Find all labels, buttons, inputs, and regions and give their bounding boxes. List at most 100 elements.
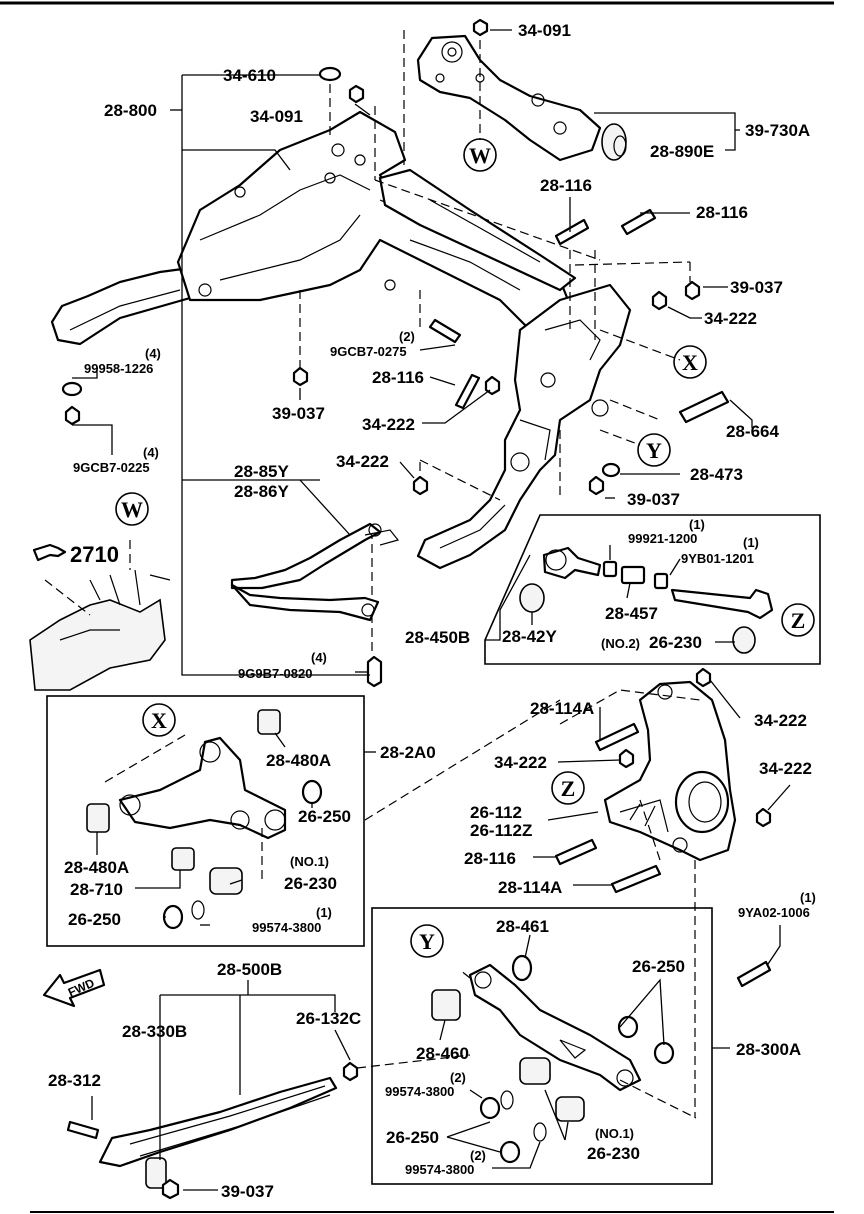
label-34-610: 34-610 [223, 66, 276, 85]
label-28-664: 28-664 [726, 422, 779, 441]
label-qty-4-a: (4) [145, 346, 161, 361]
bolt-9YA02-1006 [736, 960, 772, 988]
label-34-091-b: 34-091 [250, 107, 303, 126]
label-9YB01-1201: 9YB01-1201 [681, 551, 754, 566]
bolt-9G9B7-0820 [366, 655, 383, 688]
label-qty-1-c: (1) [316, 905, 332, 920]
label-fwd: FWD [66, 976, 97, 1000]
callout-w-top: W [469, 143, 491, 168]
washer-28-473 [601, 462, 621, 478]
bolt-9GCB7-0275 [428, 318, 462, 344]
nut-34-222-d [618, 748, 635, 769]
differential-sketch [29, 543, 171, 691]
label-28-300A: 28-300A [736, 1040, 801, 1059]
label-39-037-a: 39-037 [730, 278, 783, 297]
box-28-450B [484, 514, 821, 665]
label-28-450B: 28-450B [405, 628, 470, 647]
label-qty-1-d: (1) [800, 890, 816, 905]
label-28-116-b: 28-116 [696, 203, 748, 222]
label-28-710: 28-710 [70, 880, 123, 899]
label-qty-2-a: (2) [399, 329, 415, 344]
nut-39-037-b [292, 366, 309, 387]
bolt-28-114A-a [594, 722, 640, 752]
callout-circle-x-box [142, 703, 176, 737]
label-qty-1-a: (1) [689, 517, 705, 532]
callout-circle-w-left [115, 492, 149, 526]
callout-circle-x-top [673, 345, 707, 379]
hand-pointer-icon [32, 543, 67, 562]
nut-34-091-b [348, 84, 365, 104]
cap-34-610 [318, 66, 342, 82]
label-39-730A: 39-730A [745, 121, 810, 140]
box-28-300A [371, 907, 713, 1185]
label-34-222-f: 34-222 [759, 759, 812, 778]
callout-circle-y-box [410, 924, 444, 958]
label-28-2A0: 28-2A0 [380, 743, 436, 762]
upper-fasteners [61, 18, 730, 688]
bolt-28-116-d [554, 838, 598, 866]
nut-39-037-a [684, 280, 701, 301]
bolt-28-114A-b [610, 864, 662, 894]
lower-link-illustration [42, 968, 471, 1200]
label-99921-1200: 99921-1200 [628, 531, 697, 546]
nut-34-222-c [412, 475, 429, 496]
label-34-222-c: 34-222 [336, 452, 389, 471]
bolt-28-116-b [620, 208, 657, 236]
label-28-460: 28-460 [416, 1044, 469, 1063]
label-28-42Y: 28-42Y [502, 627, 557, 646]
fwd-arrow-icon [42, 968, 106, 1008]
callout-y-box: Y [419, 929, 435, 954]
crossmember-illustration [50, 34, 632, 570]
label-28-114A-b: 28-114A [498, 878, 562, 897]
nut-39-037-d [161, 1178, 180, 1200]
label-34-222-e: 34-222 [494, 753, 547, 772]
label-28-500B: 28-500B [217, 960, 282, 979]
label-qty-2-c: (2) [470, 1148, 486, 1163]
knuckle-illustration [533, 667, 791, 1118]
bolt-9GCB7-0225 [64, 405, 81, 426]
part-labels: 34-091 34-610 28-800 34-091 39-730A 28-8… [48, 21, 816, 1201]
box-28-2A0 [46, 695, 365, 947]
label-no-2: (NO.2) [601, 636, 640, 651]
label-28-116-d: 28-116 [464, 849, 516, 868]
label-34-222-d: 34-222 [754, 711, 807, 730]
callout-w-left: W [121, 497, 143, 522]
lower-arm-illustration [431, 925, 781, 1169]
callouts: W X Y Z W X Z Y [115, 138, 815, 958]
label-99574-3800-a: 99574-3800 [252, 920, 321, 935]
callout-circle-z-knuckle [551, 771, 585, 805]
nut-34-222-e [695, 667, 712, 688]
label-28-473: 28-473 [690, 465, 743, 484]
label-26-250-b: 26-250 [68, 910, 121, 929]
label-28-461: 28-461 [496, 917, 549, 936]
nut-34-222-f [755, 807, 772, 828]
nut-26-132C [342, 1061, 359, 1082]
label-no-1-a: (NO.1) [290, 854, 329, 869]
bolt-28-116-a [554, 218, 590, 246]
callout-x-box: X [151, 708, 167, 733]
x-box-leaders [96, 732, 376, 926]
label-2710: 2710 [70, 542, 119, 567]
label-28-480A-b: 28-480A [64, 858, 129, 877]
label-9YA02-1006: 9YA02-1006 [738, 905, 810, 920]
bracket-lines [72, 29, 753, 676]
label-26-230-a: 26-230 [649, 633, 702, 652]
label-28-330B: 28-330B [122, 1022, 187, 1041]
bolt-28-312 [66, 1120, 100, 1140]
bolt-28-664 [678, 390, 730, 424]
callout-circle-y-top [637, 433, 671, 467]
washer-99958 [61, 381, 83, 397]
callout-circle-w-top [463, 138, 497, 172]
label-34-222-b: 34-222 [362, 415, 415, 434]
label-26-112Z: 26-112Z [470, 821, 532, 840]
label-28-114A-a: 28-114A [530, 699, 594, 718]
label-no-1-b: (NO.1) [595, 1126, 634, 1141]
callout-z-top: Z [791, 608, 806, 633]
bolt-28-116-c [454, 373, 481, 410]
label-9GCB7-0225: 9GCB7-0225 [73, 460, 150, 475]
label-26-250-d: 26-250 [386, 1128, 439, 1147]
label-39-037-c: 39-037 [627, 490, 680, 509]
label-26-250-a: 26-250 [298, 807, 351, 826]
label-99958-1226: 99958-1226 [84, 361, 153, 376]
